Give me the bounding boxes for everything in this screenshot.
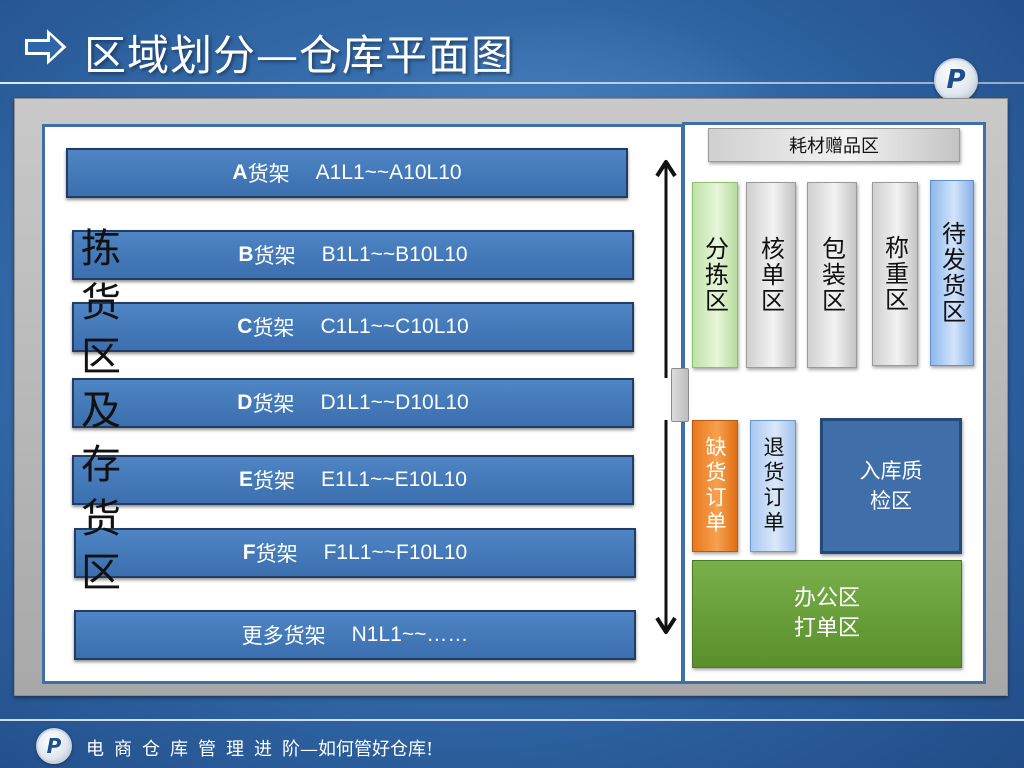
up-arrow-icon: [655, 160, 677, 378]
zone-checking: 核单区: [746, 182, 796, 368]
footer-divider: [0, 719, 1024, 721]
zone-to-ship: 待发货区: [930, 180, 974, 366]
logo-icon: P: [934, 58, 978, 102]
footer-logo-icon: P: [36, 728, 72, 764]
zone-shortage-orders: 缺货订单: [692, 420, 738, 552]
footer-caption: 电商仓库管理进阶—如何管好仓库!: [86, 739, 434, 760]
zone-sorting: 分拣区: [692, 182, 738, 368]
zone-return-orders: 退货订单: [750, 420, 796, 552]
zone-consumables: 耗材赠品区: [708, 128, 960, 162]
title-divider: [0, 82, 1024, 84]
zone-packing: 包装区: [807, 182, 857, 368]
picking-storage-label: 拣货区及存货区: [81, 226, 121, 596]
aisle-divider-handle: [671, 368, 689, 422]
page-title: 区域划分—仓库平面图: [84, 31, 515, 80]
zone-weighing: 称重区: [872, 182, 918, 366]
down-arrow-icon: [655, 420, 677, 634]
arrow-right-icon: [23, 24, 70, 70]
zone-office: 办公区 打单区: [692, 560, 962, 668]
zone-inbound-qc: 入库质 检区: [820, 418, 962, 554]
